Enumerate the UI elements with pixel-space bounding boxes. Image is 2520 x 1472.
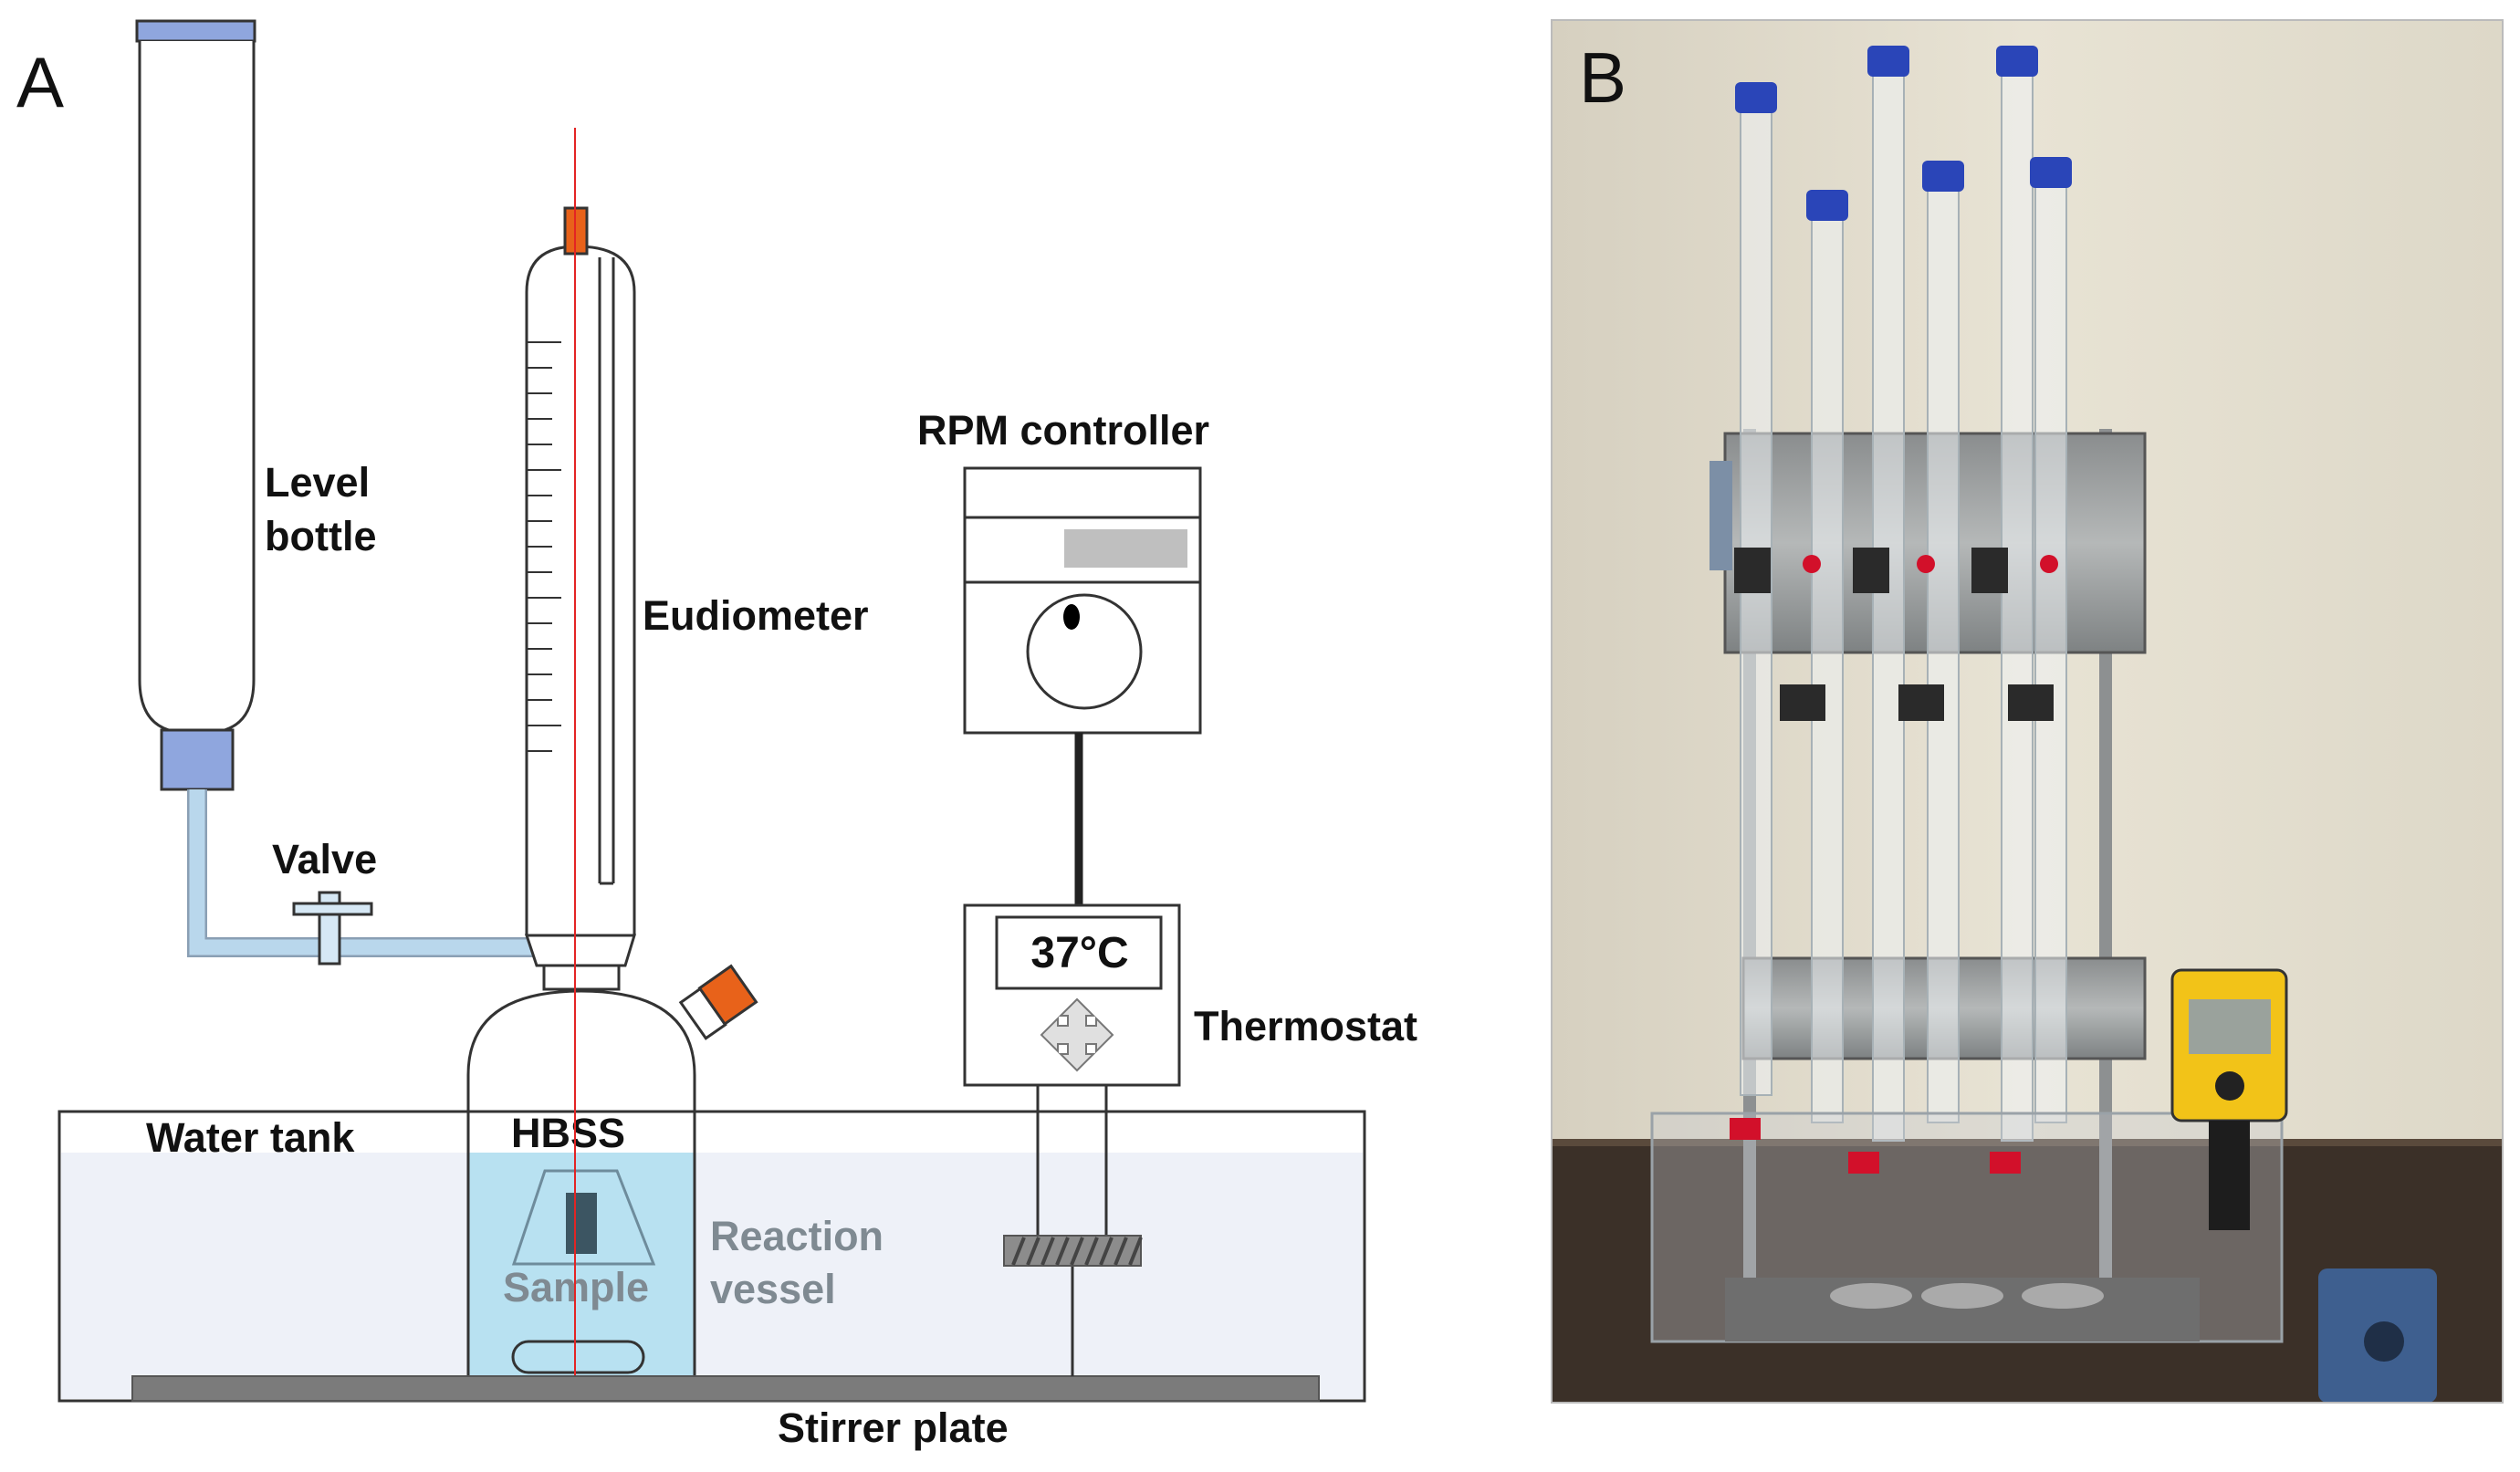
panel-a-label: A [16, 42, 64, 122]
coil-stripe [1040, 1237, 1055, 1266]
eudiometer-neck [524, 934, 637, 967]
stirrer-plate [131, 1375, 1320, 1402]
sample-label: Sample [503, 1264, 649, 1310]
level-bottle-body [138, 41, 256, 732]
level-bottle [135, 19, 256, 791]
photo-tube-cap [2030, 157, 2072, 188]
reaction-vessel-label-line2: vessel [710, 1266, 836, 1312]
level-bottle-bottom-cap [160, 728, 235, 791]
photo-tube-cap [1735, 82, 1777, 113]
coil-stripe [1055, 1237, 1070, 1266]
stirrer-plate-label: Stirrer plate [778, 1404, 1009, 1451]
reaction-vessel [466, 964, 758, 1376]
eudiometer [524, 206, 637, 991]
photo-tube [1740, 109, 1772, 1096]
panel-b-photo: B [1551, 19, 2504, 1404]
connecting-tube [187, 789, 540, 957]
level-bottle-top-cap [135, 19, 256, 43]
photo-tube [1872, 72, 1905, 1142]
photo-tube [2034, 183, 2067, 1123]
knob-icon [1026, 593, 1143, 710]
thermostat-display [995, 915, 1163, 990]
sample [566, 1193, 597, 1254]
sample-holder [511, 1169, 656, 1266]
water-tank [58, 1110, 1366, 1403]
panel-b-label: B [1579, 37, 1626, 118]
reaction-vessel-outline [466, 989, 696, 1376]
photo-tube-cap [1922, 161, 1964, 192]
photo-tube [1811, 216, 1844, 1123]
photo-tube [1927, 187, 1960, 1123]
heater-coil-stripes [1011, 1237, 1143, 1266]
valve-label: Valve [272, 836, 377, 882]
photo-tube-cap [1806, 190, 1848, 221]
photo-tube-cap [1996, 46, 2038, 77]
coil-stripe [1099, 1237, 1114, 1266]
level-bottle-label-line1: Level [265, 459, 370, 506]
thermostat-display-text: 37°C [1030, 929, 1128, 977]
rpm-display [1064, 529, 1187, 568]
coil-stripe [1084, 1237, 1099, 1266]
photo-tube-cap [1867, 46, 1909, 77]
eudiometer-label: Eudiometer [643, 592, 869, 639]
water-tank-label: Water tank [146, 1114, 355, 1161]
photo-clamps [1734, 548, 2058, 721]
panel-a: A Level bottle Valve [16, 19, 1417, 1451]
coil-stripe [1070, 1237, 1084, 1266]
eudiometer-body [525, 245, 636, 935]
coil-stripe [1026, 1237, 1040, 1266]
side-arm-stopper [678, 964, 758, 1040]
thermostat-label: Thermostat [1194, 1003, 1417, 1049]
photo-red-valves [1730, 1118, 2021, 1174]
rpm-controller-label: RPM controller [917, 407, 1209, 454]
valve-icon [292, 891, 373, 966]
coil-stripe [1128, 1237, 1143, 1266]
direction-pad-icon [1040, 997, 1114, 1072]
hbss-label: HBSS [511, 1110, 625, 1156]
photo-thermostat-device [2170, 968, 2288, 1230]
coil-stripe [1114, 1237, 1128, 1266]
thermostat [963, 903, 1181, 1376]
coil-stripe [1011, 1237, 1026, 1266]
photo-tube [2001, 72, 2034, 1142]
eudiometer-scale [527, 341, 561, 752]
level-bottle-label-line2: bottle [265, 513, 376, 559]
reaction-vessel-label-line1: Reaction [710, 1213, 884, 1259]
rpm-controller [963, 466, 1202, 735]
photo-glass-tubes [1735, 46, 2072, 1142]
stir-bar [511, 1340, 645, 1374]
